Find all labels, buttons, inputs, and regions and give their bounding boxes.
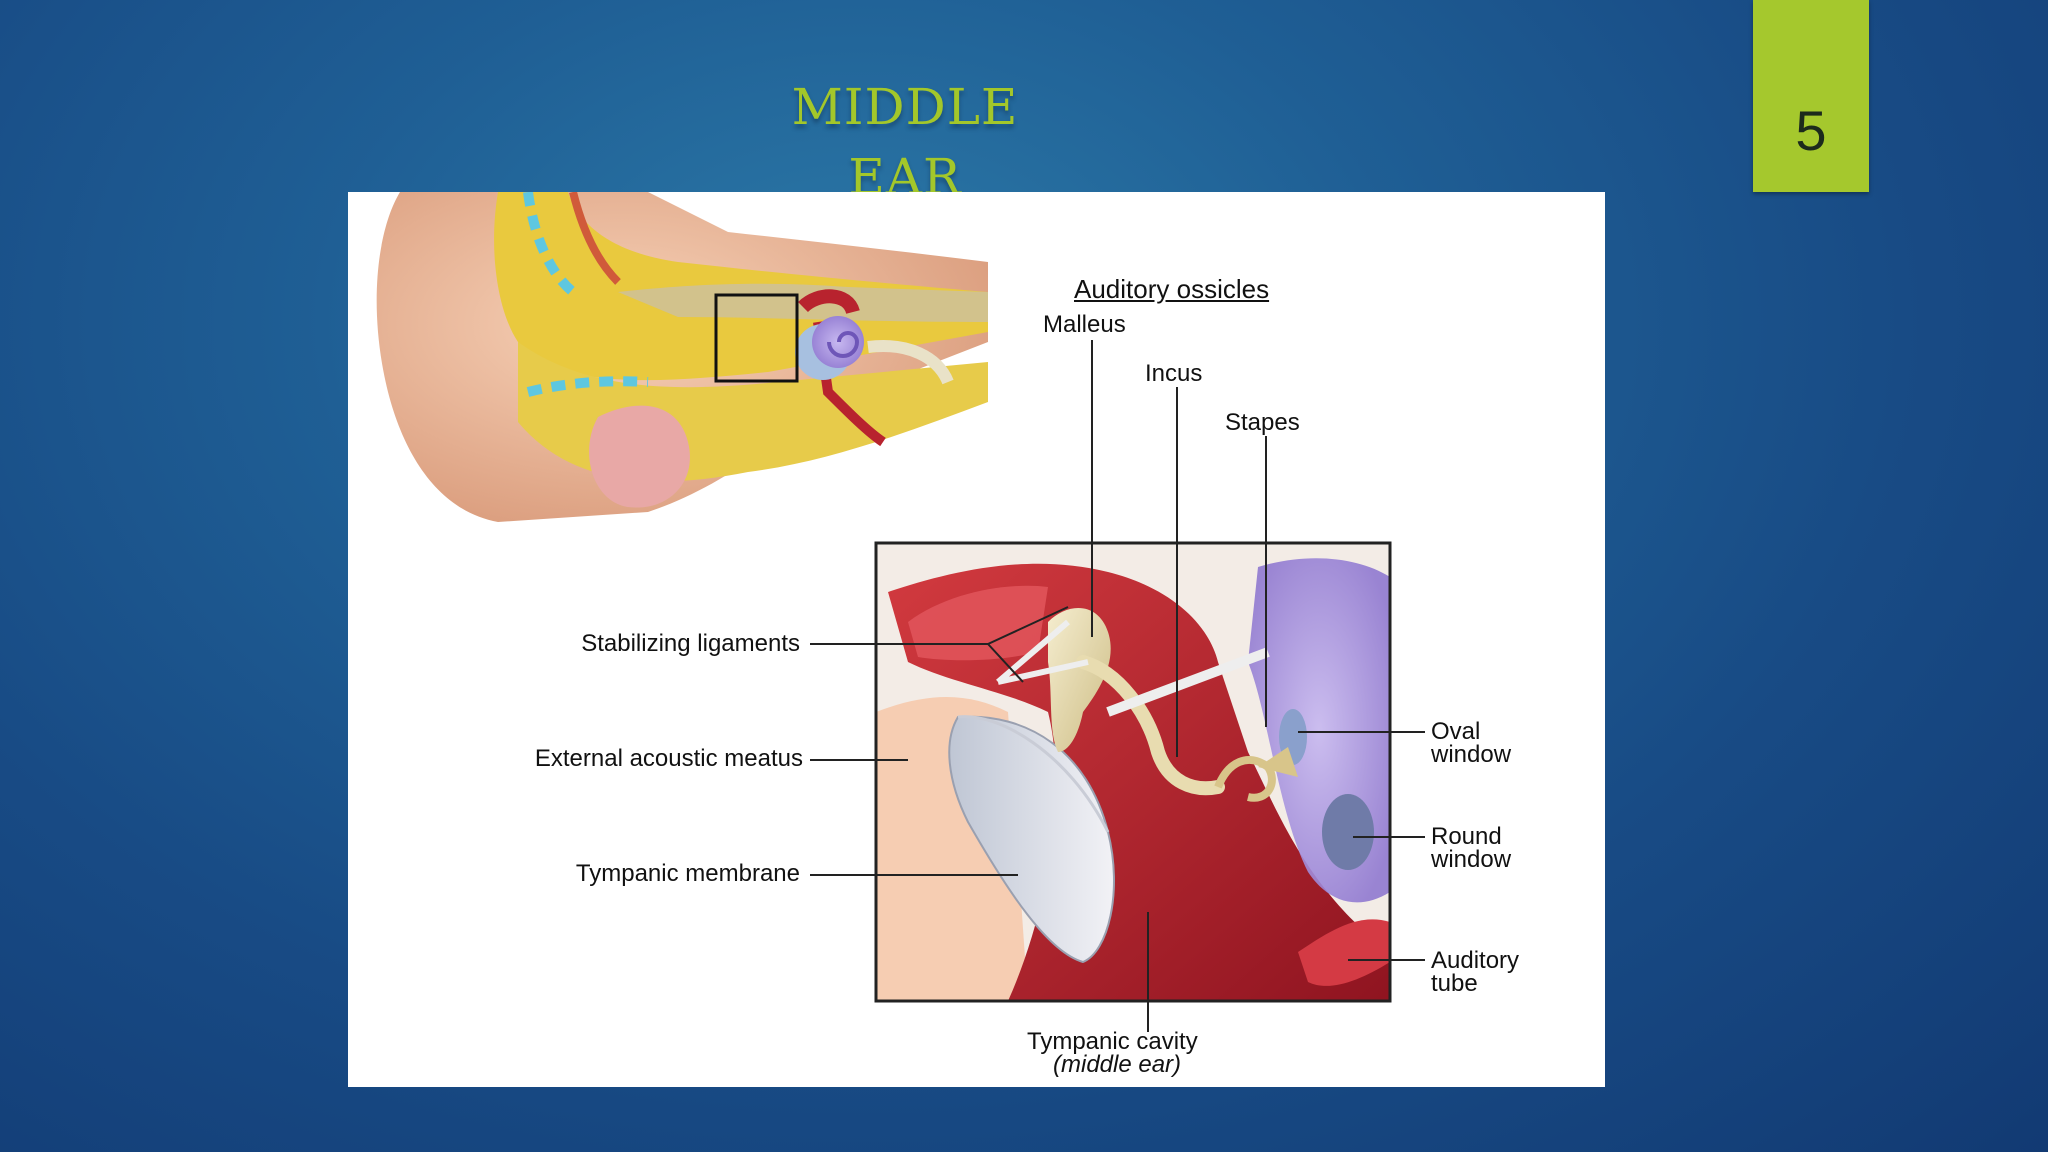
leader-lines (810, 340, 1425, 1032)
label-oval-window-line1: Oval (1431, 718, 1481, 745)
ear-illustration (376, 192, 1425, 1032)
label-round-window-line2: window (1431, 846, 1512, 873)
page-number: 5 (1795, 99, 1827, 162)
label-external-acoustic-meatus: External acoustic meatus (534, 745, 803, 772)
label-round-window-line1: Round (1431, 823, 1502, 850)
detail-frame (874, 541, 1392, 1003)
label-auditory-tube-line1: Auditory (1431, 947, 1520, 974)
label-auditory-tube-line2: tube (1431, 970, 1478, 997)
auditory-ossicles-heading: Auditory ossicles (1074, 274, 1270, 304)
label-oval-window-line2: window (1431, 741, 1512, 768)
label-incus: Incus (1145, 360, 1203, 387)
zoom-box (714, 293, 799, 383)
outer-ear-overview (376, 192, 988, 522)
slide-title: MIDDLE EAR (791, 78, 1019, 206)
label-tympanic-cavity-line1: Tympanic cavity (1027, 1028, 1198, 1055)
label-tympanic-cavity-line2: (middle ear) (1053, 1051, 1182, 1078)
middle-ear-detail (874, 541, 1392, 1003)
label-stapes: Stapes (1225, 409, 1300, 436)
label-tympanic-membrane: Tympanic membrane (575, 860, 800, 887)
label-malleus: Malleus (1043, 311, 1126, 338)
page-number-badge: 5 (1753, 0, 1869, 192)
ear-anatomy-figure: Auditory ossicles Malleus Incus Stapes S… (348, 192, 1605, 1087)
label-stabilizing-ligaments: Stabilizing ligaments (581, 630, 800, 657)
